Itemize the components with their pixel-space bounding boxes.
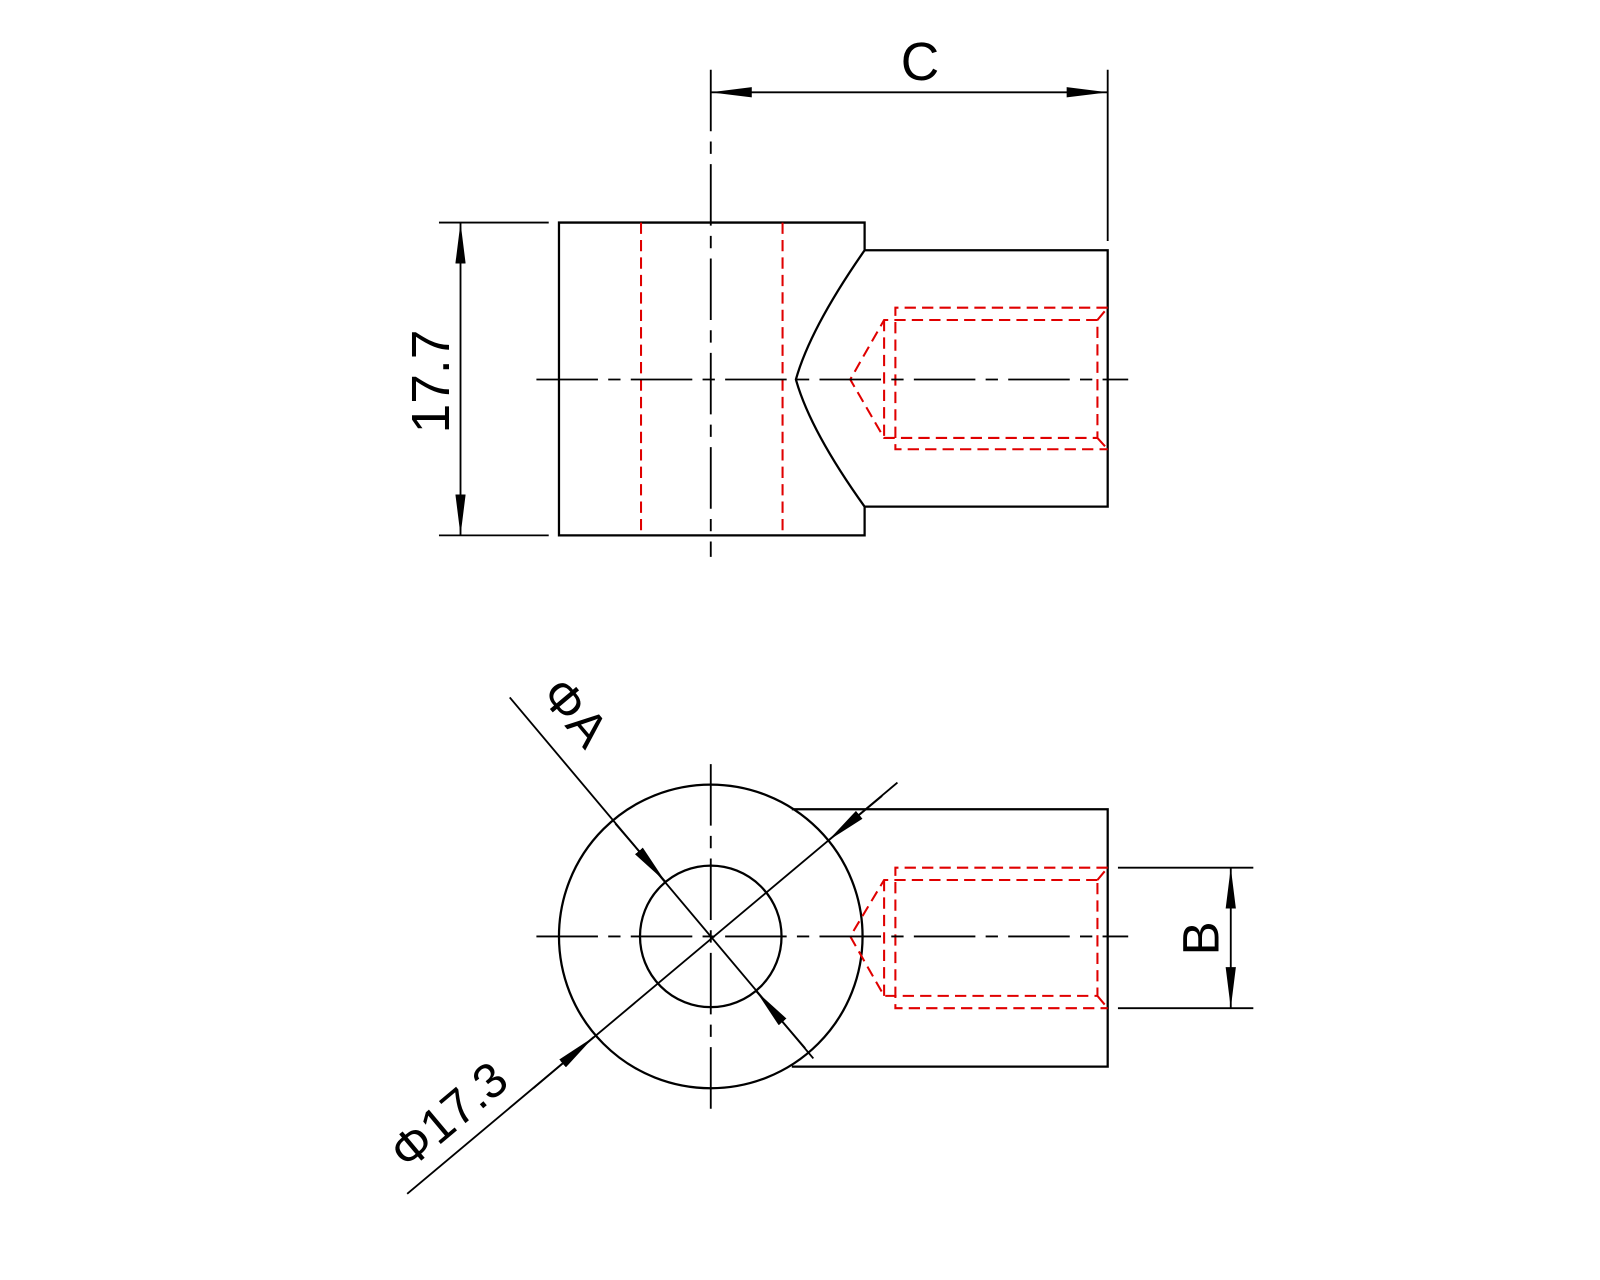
dim-a-label: ΦA [530, 667, 619, 758]
front-shank-outline [791, 808, 1109, 1068]
hidden-threaded-hole-front [849, 866, 1109, 1010]
dim-outer-label: Φ17.3 [379, 1051, 518, 1180]
dim-b-label: B [1172, 921, 1229, 955]
dim-height-label: 17.7 [402, 330, 461, 434]
top-view: C 17.7 [402, 33, 1129, 557]
hidden-threaded-hole-top [849, 306, 1109, 451]
dim-a-arrow-2 [755, 990, 806, 1049]
dim-outer-arrow-1 [532, 1036, 595, 1089]
dim-c-label: C [901, 33, 940, 92]
front-view: ΦA Φ17.3 B [379, 667, 1254, 1195]
dim-outer-leader [406, 781, 899, 1195]
top-shank-outline [864, 249, 1109, 508]
dim-a-arrow-1 [614, 822, 667, 883]
top-body-outline [557, 221, 866, 537]
dim-outer-arrow-2 [827, 795, 883, 842]
